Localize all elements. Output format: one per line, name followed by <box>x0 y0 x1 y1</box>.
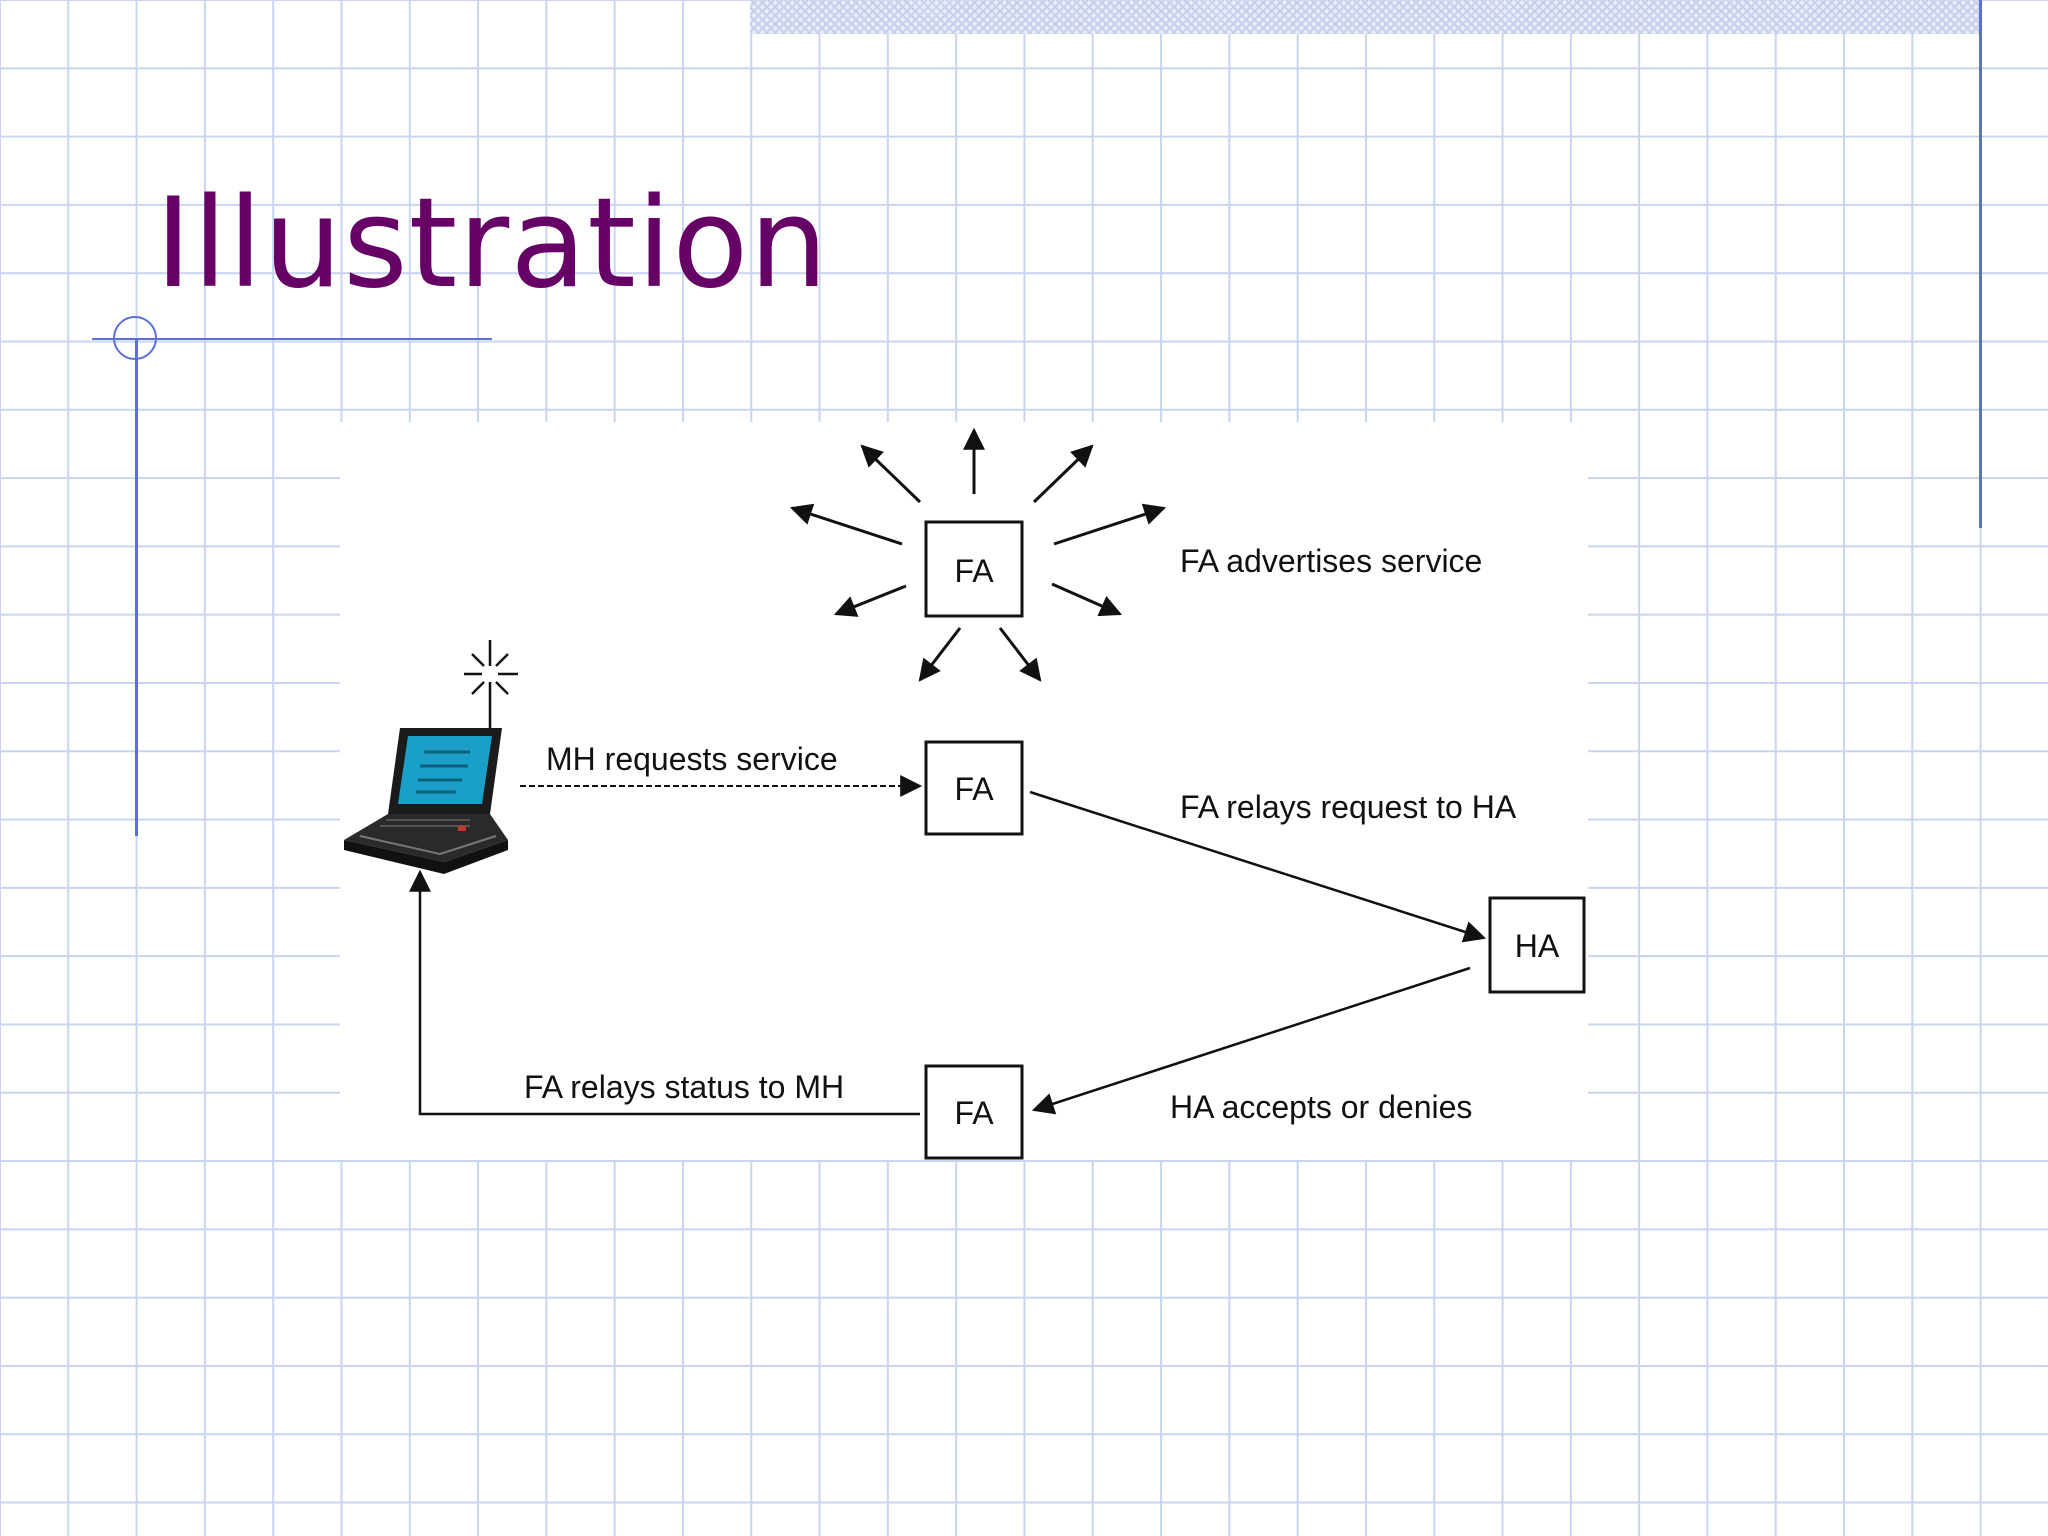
fa-relays-request-label: FA relays request to HA <box>1180 789 1517 825</box>
fa-mid-node: FA <box>924 740 1024 836</box>
right-decorative-rule <box>1979 0 1982 528</box>
fa-relays-status-label: FA relays status to MH <box>524 1069 844 1105</box>
mobile-ip-registration-figure: FA FA HA FA FA advertises service MH req… <box>340 422 1588 1160</box>
ha-label: HA <box>1515 928 1560 964</box>
ha-to-fa-arrow <box>1031 966 1471 1115</box>
ha-node: HA <box>1488 896 1586 994</box>
title-underline-rule <box>92 338 492 340</box>
fa-advertises-label: FA advertises service <box>1180 543 1482 579</box>
broadcast-arrow-sw <box>918 627 962 682</box>
broadcast-arrows <box>789 427 1167 682</box>
fa-to-mh-arrow <box>409 869 920 1116</box>
header-pattern-band <box>750 0 1980 34</box>
fa-to-ha-arrow <box>1029 790 1487 943</box>
laptop-icon <box>344 728 508 874</box>
broadcast-arrow-se <box>998 627 1042 682</box>
fa-top-node: FA <box>924 520 1024 618</box>
mh-requests-label: MH requests service <box>546 741 838 777</box>
broadcast-arrow-nw <box>860 444 922 504</box>
broadcast-arrow-ne <box>1032 444 1094 504</box>
fa-bottom-label: FA <box>954 1095 994 1131</box>
ha-accepts-label: HA accepts or denies <box>1170 1089 1472 1125</box>
fa-mid-label: FA <box>954 771 994 807</box>
antenna-signal-icon <box>464 640 518 736</box>
broadcast-arrow-ene <box>1053 503 1167 546</box>
broadcast-arrow-wnw <box>789 503 903 546</box>
fa-bottom-node: FA <box>924 1064 1024 1160</box>
left-decorative-rule <box>135 340 138 836</box>
page-title: Illustration <box>155 172 829 316</box>
broadcast-arrow-wsw <box>833 584 907 617</box>
registration-diagram: FA FA HA FA FA advertises service MH req… <box>344 427 1586 1160</box>
title-corner-circle <box>113 316 157 360</box>
fa-top-label: FA <box>954 553 994 589</box>
broadcast-arrow-ese <box>1051 582 1123 617</box>
